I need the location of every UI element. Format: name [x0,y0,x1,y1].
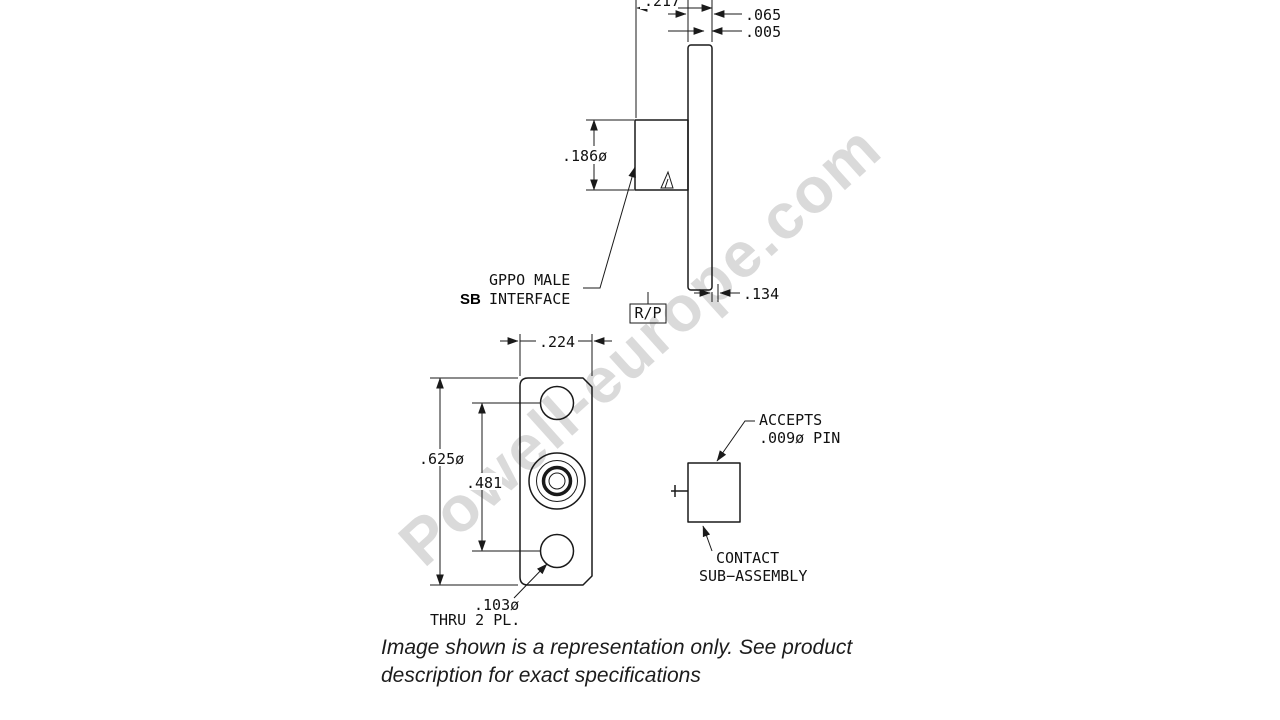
flange-front-outline [519,377,593,586]
leader-contact [702,525,713,552]
disclaimer-note: Image shown is a representation only. Se… [381,634,852,690]
label-interface: INTERFACE [489,290,570,308]
rp-label: R/P [634,304,661,322]
disclaimer-line-2: description for exact specifications [381,664,701,687]
dim-top-partial: .217 [644,0,680,10]
leader-hole-dia [513,563,548,599]
leader-accepts [716,420,755,462]
contact-sub-assembly-view: ACCEPTS .009ø PIN CONTACT SUB−ASSEMBLY [671,411,840,585]
connector-pin-hole [548,472,566,490]
connector-mid-circle [536,460,578,502]
dim-hole-spacing: .481 [466,474,502,492]
dim-flange-thickness: .065 [745,6,781,24]
dim-protrusion: .134 [743,285,779,303]
label-gppo-male: GPPO MALE [489,271,570,289]
label-sub-assembly: SUB−ASSEMBLY [699,567,807,585]
connector-outer-circle [528,452,586,510]
flange-side-outline [687,44,713,291]
dim-hole-dia: .103ø [474,596,519,614]
barrel-outline [634,119,689,191]
leader-gppo [583,166,636,289]
label-accepts-pin: .009ø PIN [759,429,840,447]
connector-contact-ring [541,465,573,497]
mounting-hole-bottom [539,533,575,569]
dim-step: .005 [745,23,781,41]
flag-symbol [660,170,674,189]
label-sb: SB [460,291,481,308]
label-contact: CONTACT [716,549,779,567]
dim-hole-note: THRU 2 PL. [430,611,520,629]
side-view: .217 .065 .005 .186ø GPPO MALE SB INTERF… [460,0,781,324]
front-view: .224 .625ø .481 .103ø THRU 2 PL. [416,333,612,629]
dim-width: .224 [539,333,575,351]
dim-height: .625ø [419,450,464,468]
contact-body-outline [687,462,741,523]
label-accepts: ACCEPTS [759,411,822,429]
dim-barrel-dia: .186ø [562,147,607,165]
disclaimer-line-1: Image shown is a representation only. Se… [381,636,853,659]
rp-box [629,303,667,324]
mounting-hole-top [539,385,575,421]
